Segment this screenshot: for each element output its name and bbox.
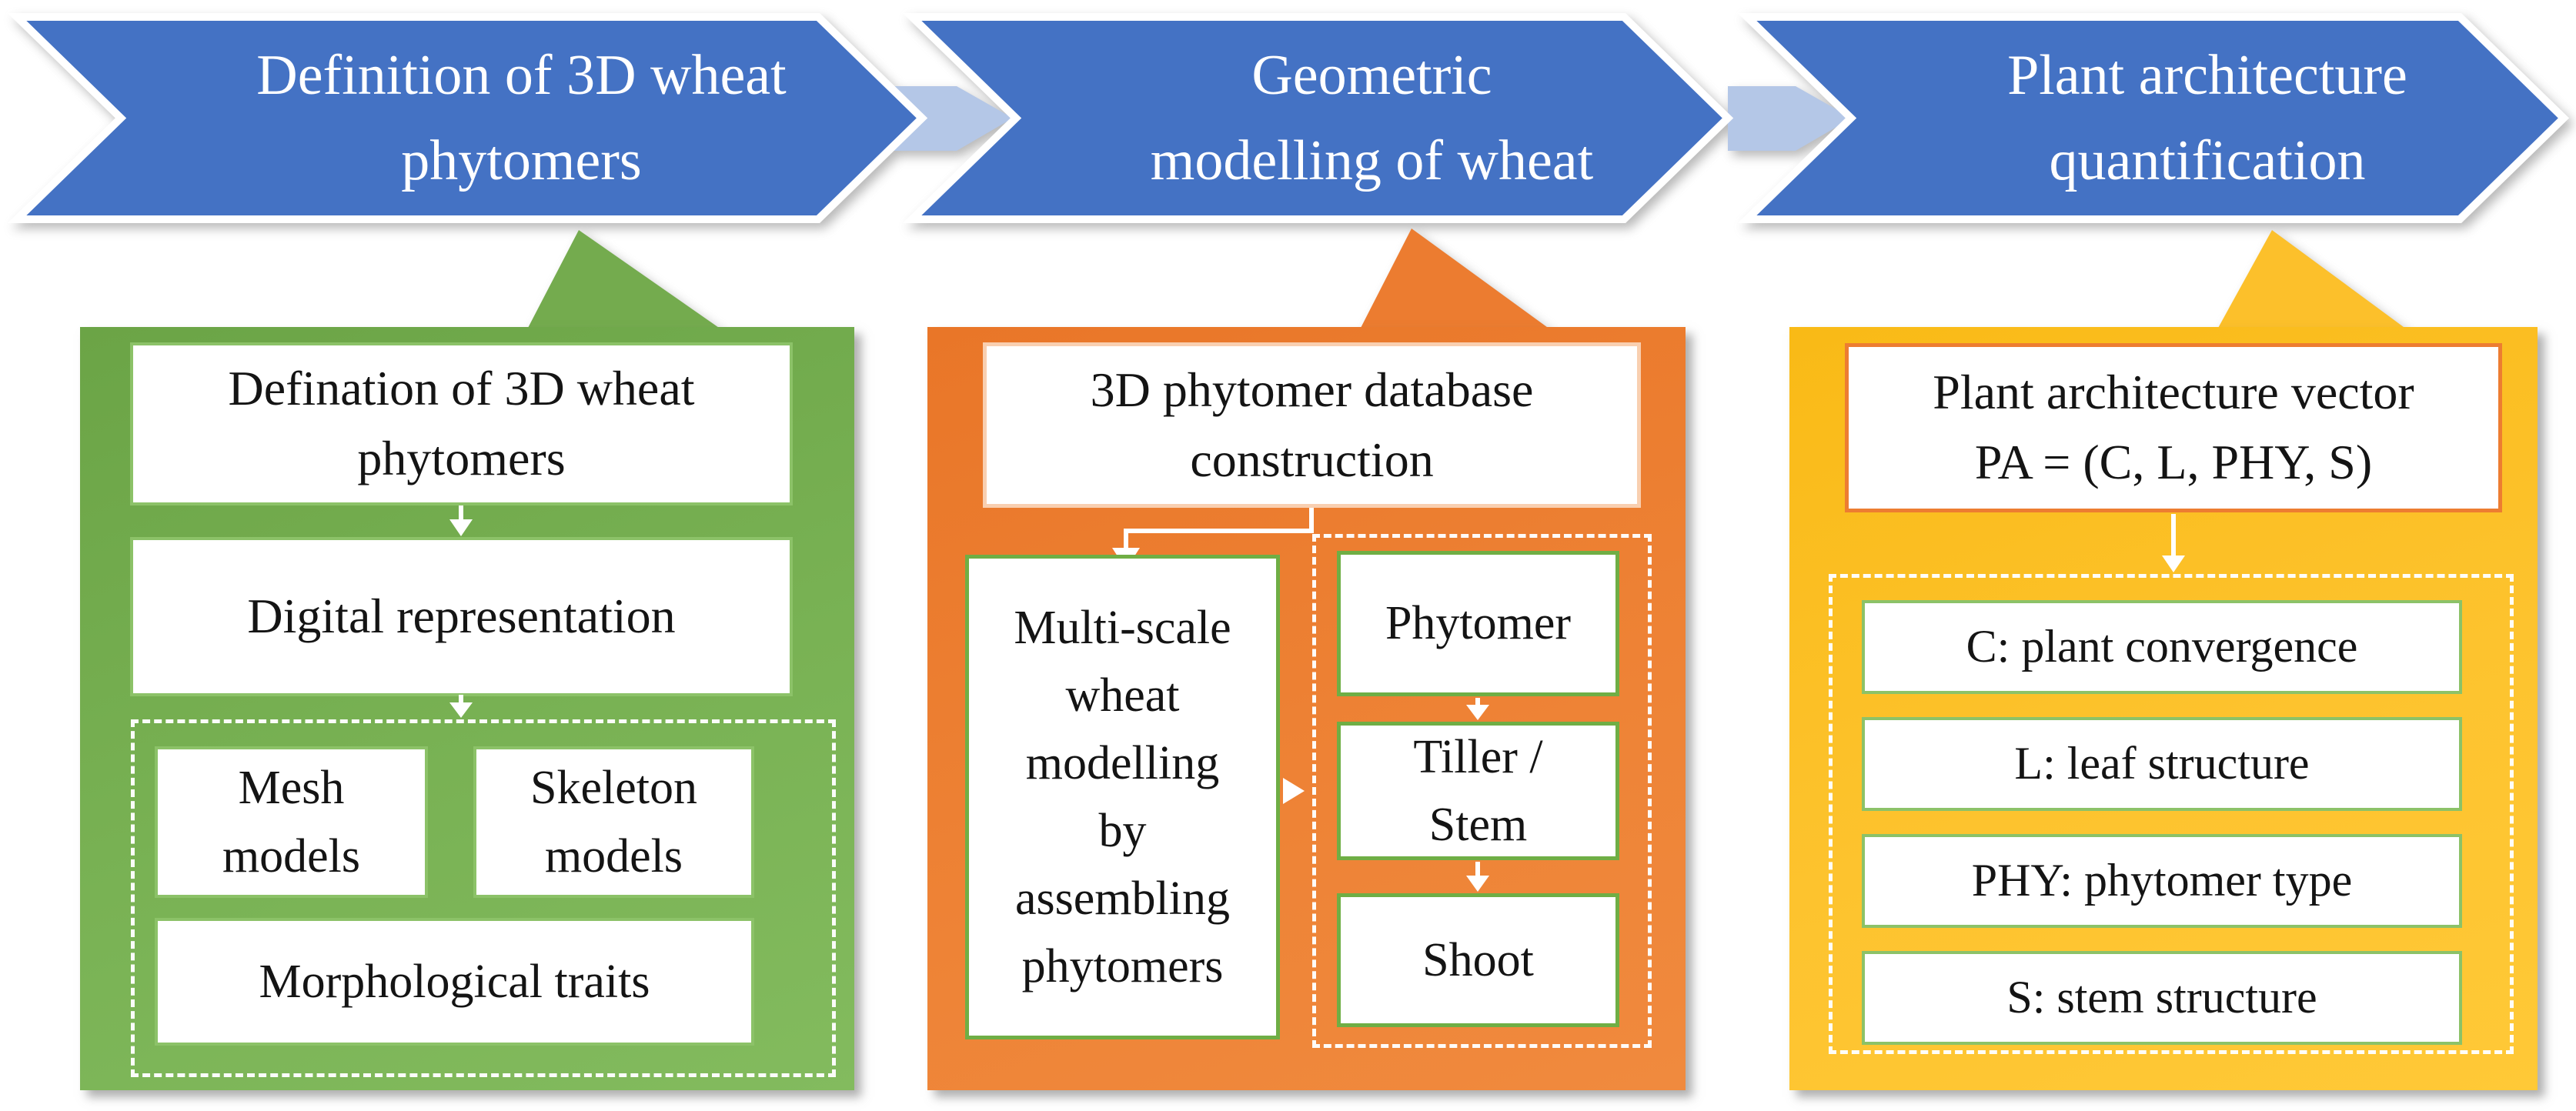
- down-arrow-icon: [1466, 862, 1489, 892]
- down-arrow-icon: [449, 695, 473, 718]
- tiller-stem-box: Tiller / Stem: [1337, 722, 1619, 860]
- component-convergence-box: C: plant convergence: [1862, 600, 2462, 694]
- representation-group-outline: [131, 719, 836, 1077]
- down-arrow-icon: [449, 505, 473, 536]
- phytomer-database-box: 3D phytomer database construction: [983, 342, 1641, 508]
- pointer-triangle-green: [527, 230, 721, 329]
- digital-representation-box: Digital representation: [130, 537, 793, 696]
- panel-modelling: 3D phytomer database construction Multi-…: [927, 327, 1686, 1090]
- connector-chevron-1: [889, 86, 1013, 151]
- shoot-box: Shoot: [1337, 893, 1619, 1027]
- pointer-triangle-yellow: [2217, 230, 2407, 329]
- component-stem-box: S: stem structure: [1862, 951, 2462, 1045]
- panel-quantification: Plant architecture vector PA = (C, L, PH…: [1789, 327, 2538, 1090]
- step-label-definition: Definition of 3D wheat phytomers: [256, 43, 787, 192]
- step-chevron-2: [902, 13, 1734, 223]
- down-arrow-icon: [1466, 698, 1489, 720]
- step-chevron-3: [1737, 13, 2570, 223]
- step-chevron-1: [7, 13, 928, 223]
- skeleton-models-box: Skeleton models: [473, 746, 754, 898]
- definition-title-box: Defination of 3D wheat phytomers: [130, 342, 793, 505]
- mesh-models-box: Mesh models: [155, 746, 428, 898]
- right-arrow-icon: [1283, 778, 1305, 804]
- multiscale-modelling-box: Multi-scale wheat modelling by assemblin…: [965, 555, 1280, 1039]
- connector-chevron-2: [1728, 86, 1852, 151]
- process-arrows-graphic: [7, 13, 2570, 329]
- step-label-modelling: Geometric modelling of wheat: [1150, 43, 1594, 192]
- pointer-triangle-orange: [1360, 229, 1550, 329]
- down-arrow-icon: [2162, 514, 2185, 572]
- assembly-group-outline: [1312, 534, 1652, 1048]
- architecture-vector-box: Plant architecture vector PA = (C, L, PH…: [1845, 343, 2502, 512]
- morphological-traits-box: Morphological traits: [155, 918, 754, 1046]
- component-leaf-box: L: leaf structure: [1862, 717, 2462, 811]
- vector-components-outline: [1829, 574, 2514, 1054]
- panel-definition: Defination of 3D wheat phytomers Digital…: [80, 327, 854, 1090]
- step-label-quantification: Plant architecture quantification: [2007, 43, 2407, 192]
- phytomer-box: Phytomer: [1337, 551, 1619, 696]
- component-phytomer-box: PHY: phytomer type: [1862, 834, 2462, 928]
